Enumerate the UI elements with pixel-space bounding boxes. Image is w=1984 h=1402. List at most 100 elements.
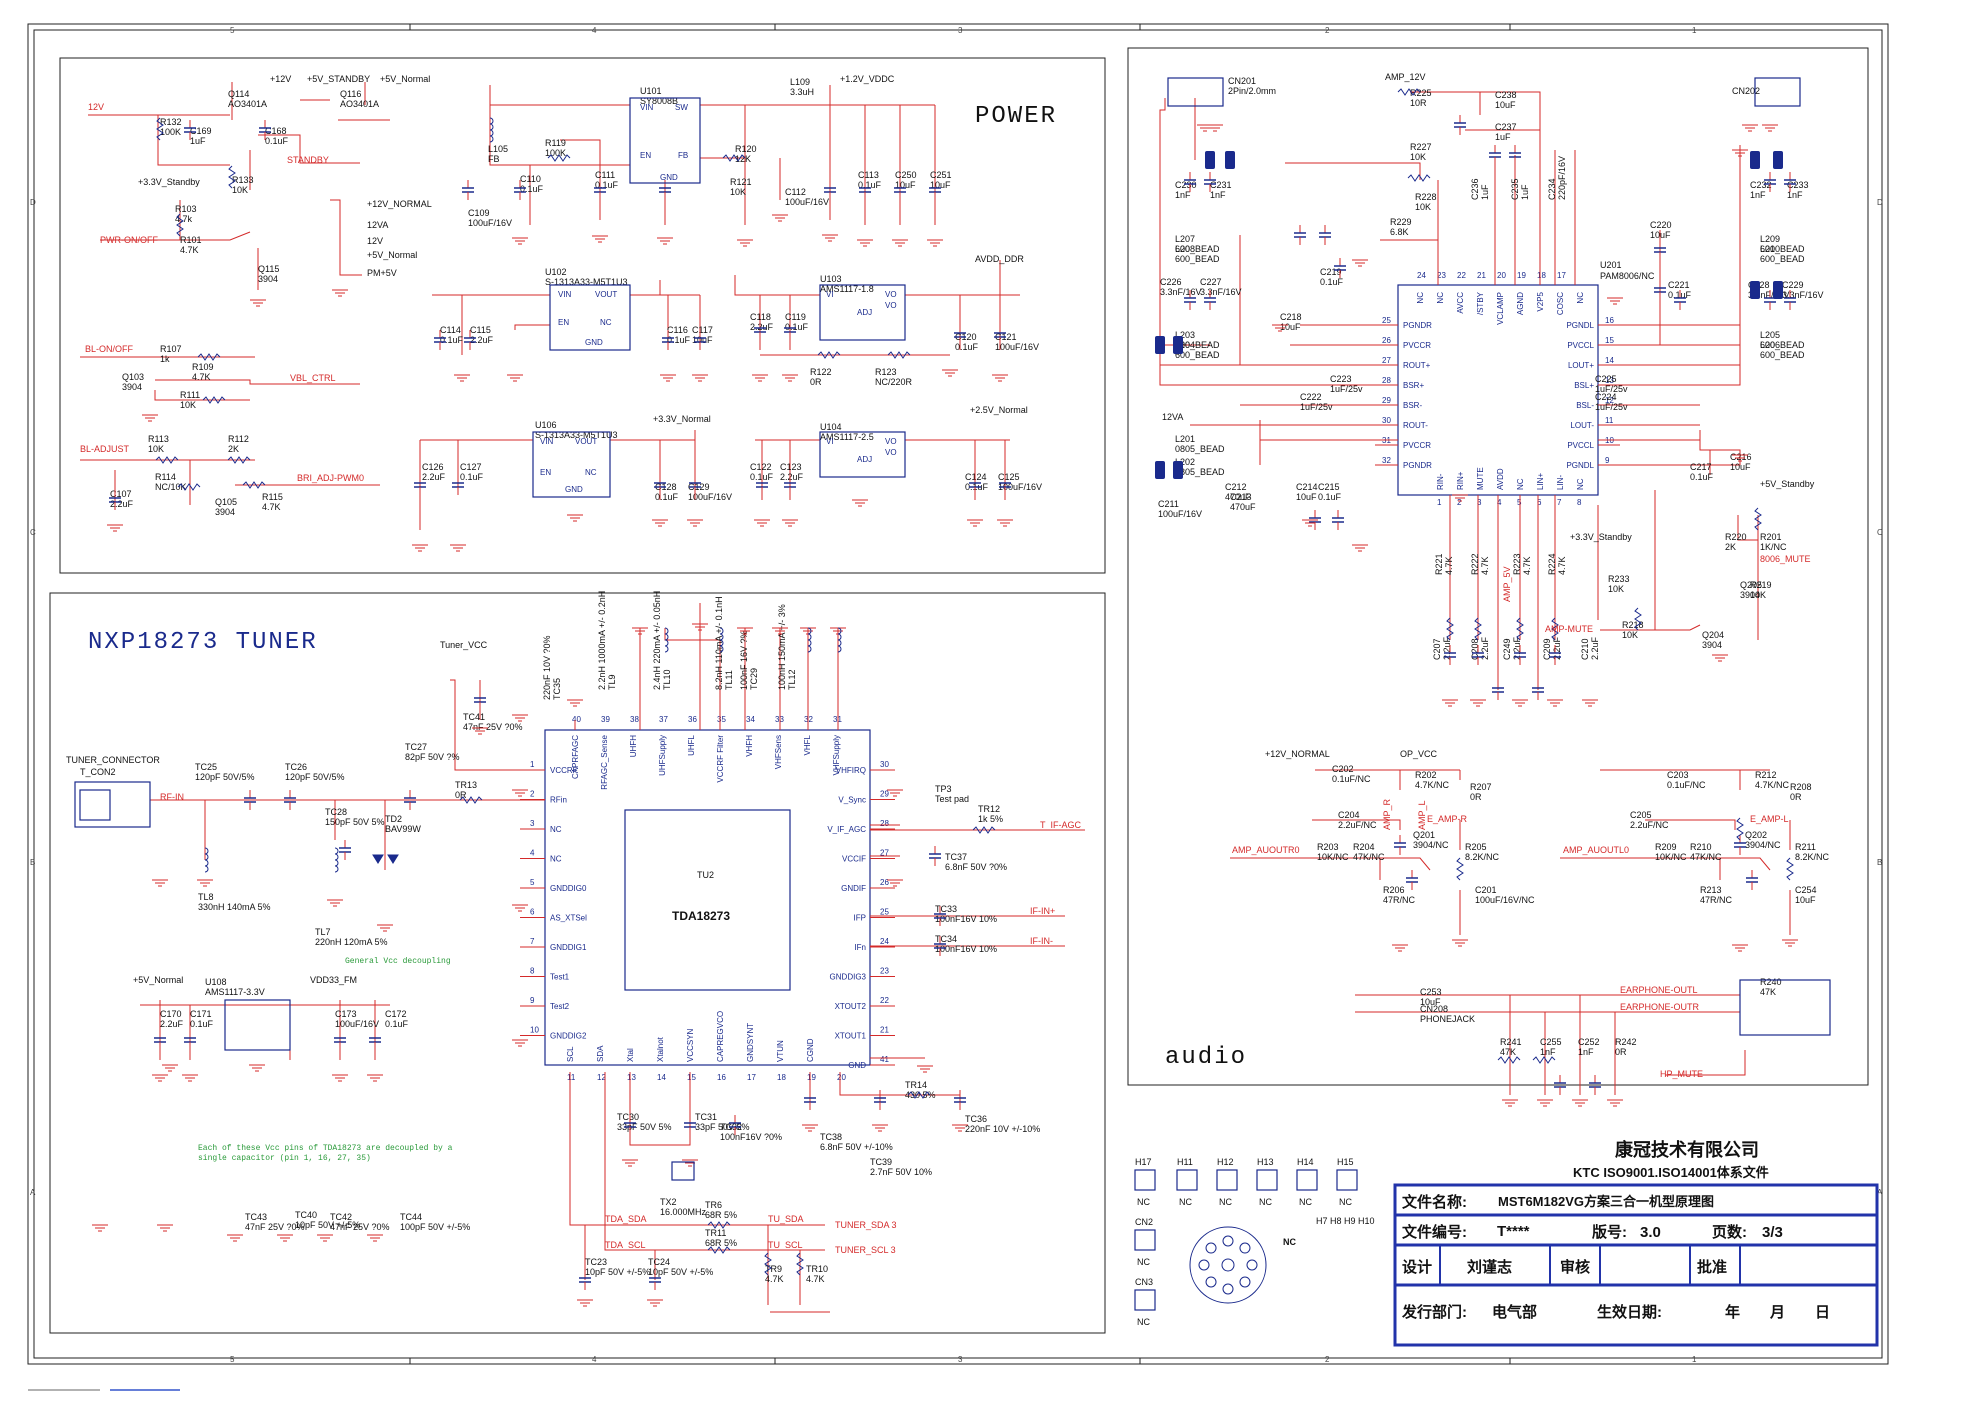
pin-number: 34 <box>746 715 755 724</box>
grid-label-bottom: 3 <box>958 1355 963 1364</box>
grid-label-bottom: 4 <box>592 1355 597 1364</box>
part-value: 1uF <box>1480 184 1490 200</box>
part-value: 10K <box>180 400 196 410</box>
part-value: 10K/NC <box>1317 852 1349 862</box>
u102-chip <box>549 284 631 351</box>
part-ref: L204 <box>1175 340 1195 350</box>
u106-pin: VOUT <box>575 437 597 446</box>
part-ref: C112 <box>785 187 806 197</box>
part-ref: C211 <box>1158 499 1179 509</box>
part-ref: C212 <box>1225 482 1247 492</box>
part-value: 0.1uF <box>667 335 691 345</box>
part-value: 0805_BEAD <box>1175 467 1225 477</box>
part-value: 3.3nF/16V <box>1748 290 1790 300</box>
audio-wiring <box>1159 91 1791 1095</box>
pin-name: NC <box>1516 478 1525 490</box>
part-ref: R204 <box>1353 842 1375 852</box>
gnd-symbol <box>621 1159 639 1167</box>
part-ref: R242 <box>1615 1037 1637 1047</box>
hole-pad <box>1336 1169 1358 1191</box>
part-value: 1uF <box>1520 184 1530 200</box>
pin-number: 25 <box>1382 316 1391 325</box>
part-ref: TL12 <box>787 669 797 690</box>
month: 月 <box>1769 1304 1785 1321</box>
pin-name: VCCIF <box>842 855 866 864</box>
gnd-symbol <box>511 789 529 797</box>
gnd-symbol <box>366 1234 384 1242</box>
pin-number: 21 <box>1477 271 1486 280</box>
part-value: 4.7K <box>1557 556 1567 575</box>
pin-name: VTUN <box>776 1040 785 1062</box>
grid-label-right: B <box>1877 858 1882 867</box>
tuner-section-frame <box>49 592 1106 1334</box>
pam8006-name: PAM8006/NC <box>1600 271 1655 281</box>
hole-value: NC <box>1339 1197 1352 1207</box>
pin-name: IFn <box>854 943 866 952</box>
part-ref: R221 <box>1434 553 1444 575</box>
capv-symbol <box>1745 869 1759 891</box>
part-ref: TC44 <box>400 1212 422 1222</box>
u106-chip <box>532 431 611 498</box>
grid-label-top: 5 <box>230 26 235 35</box>
pin-number: 17 <box>747 1073 756 1082</box>
part-value: 100nF16V 10% <box>935 914 997 924</box>
gnd-symbol <box>591 235 609 243</box>
part-ref: TC41 <box>463 712 485 722</box>
part-value: 2Pin/2.0mm <box>1228 86 1276 96</box>
audio-part: CN202 <box>1732 86 1760 96</box>
pin-name: GNDDIG2 <box>550 1032 587 1041</box>
crystal-tx2 <box>671 1161 695 1181</box>
pin-number: 7 <box>530 937 535 946</box>
net-label: +2.5V_Normal <box>970 405 1028 415</box>
part-ref: R109 <box>192 362 214 372</box>
hole-value: NC <box>1299 1197 1312 1207</box>
net-label: TDA_SDA <box>605 1214 647 1224</box>
part-value: 3.3nF/16V <box>1782 290 1824 300</box>
part-ref: C125 <box>998 472 1020 482</box>
part-value: 100nF16V ?0% <box>720 1132 782 1142</box>
part-ref: TC42 <box>330 1212 352 1222</box>
part-ref: C117 <box>692 325 713 335</box>
net-label: BRI_ADJ-PWM0 <box>297 473 364 483</box>
part-value: 3904 <box>215 507 235 517</box>
part-value: 4.7K/NC <box>1415 780 1450 790</box>
tuner-connector <box>74 781 151 828</box>
gnd-symbol <box>331 289 349 297</box>
part-ref: TC43 <box>245 1212 267 1222</box>
part-value: 2.2uF <box>1512 636 1522 660</box>
part-ref: R227 <box>1410 142 1432 152</box>
pin-name: PVCCL <box>1567 441 1594 450</box>
part-value: 3904/NC <box>1413 840 1449 850</box>
part-value: SY8008B <box>640 96 678 106</box>
pin-name: IFP <box>854 914 866 923</box>
pin-number: 39 <box>601 715 610 724</box>
part-ref: U104 <box>820 422 842 432</box>
part-value: 0805_BEAD <box>1175 444 1225 454</box>
gnd-symbol <box>1511 699 1529 707</box>
part-ref: C235 <box>1510 178 1520 200</box>
power-title: POWER <box>975 103 1057 130</box>
pin-number: 26 <box>880 878 889 887</box>
pin-name: XTOUT1 <box>835 1032 867 1041</box>
u104-chip <box>819 431 906 478</box>
pin-name: RIN- <box>1436 473 1445 490</box>
